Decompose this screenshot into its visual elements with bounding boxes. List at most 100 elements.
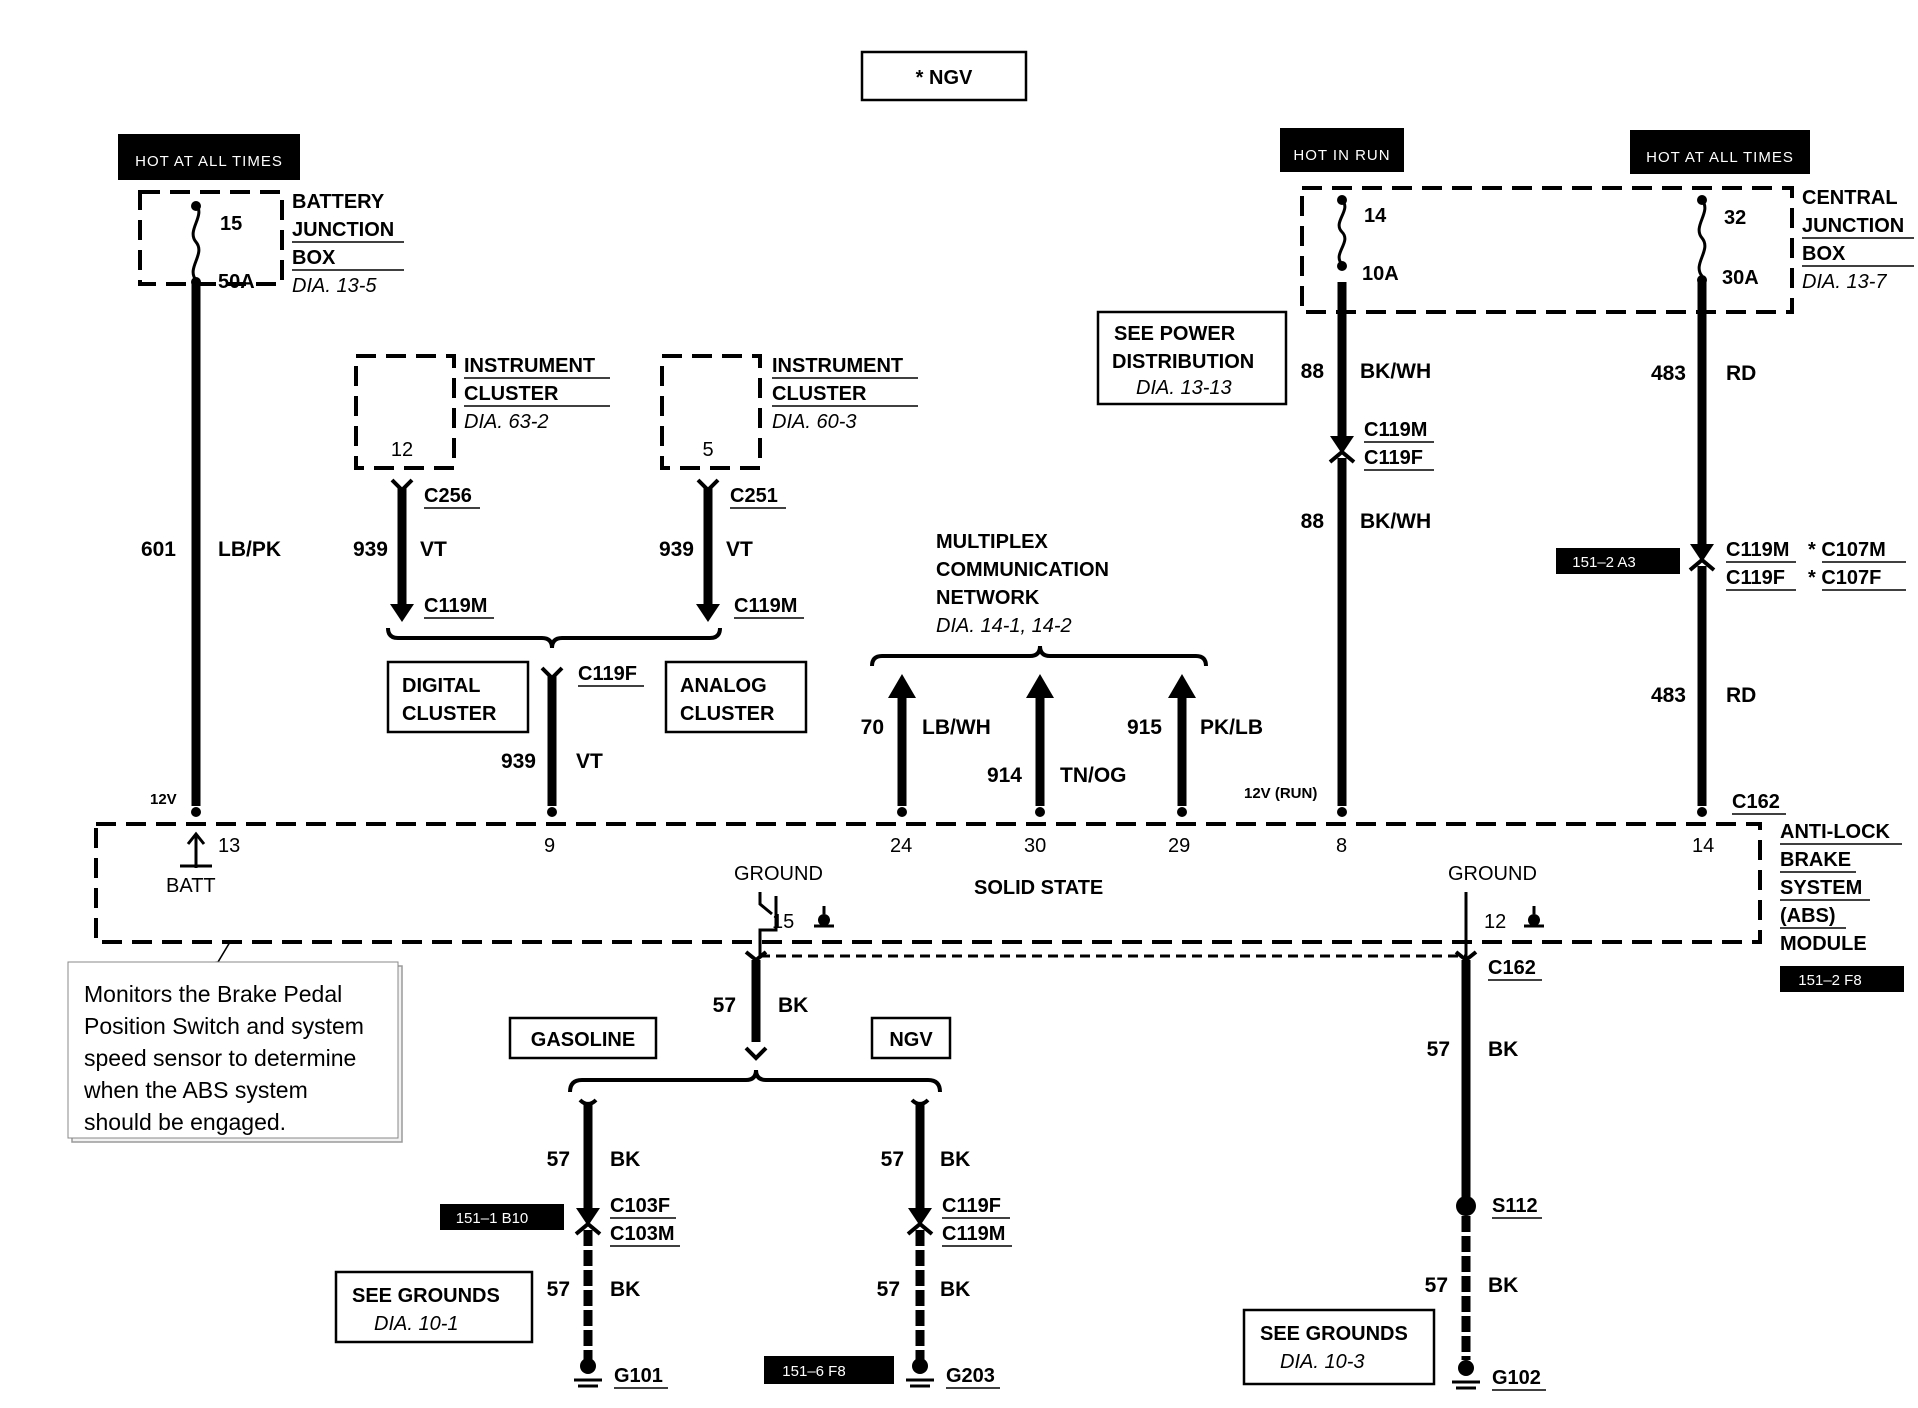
svg-text:BK: BK	[778, 994, 808, 1017]
svg-text:57: 57	[547, 1148, 570, 1171]
hot-label-right: HOT AT ALL TIMES	[1630, 130, 1810, 174]
svg-text:BK: BK	[610, 1278, 640, 1301]
see-grounds-2: SEE GROUNDS DIA. 10-3	[1242, 1308, 1436, 1386]
svg-text:70: 70	[861, 716, 884, 739]
svg-text:SYSTEM: SYSTEM	[1780, 877, 1862, 899]
wire-601: 601 LB/PK	[141, 284, 281, 806]
ground-brace	[568, 1069, 942, 1093]
svg-text:LB/PK: LB/PK	[218, 538, 281, 561]
ngv-title: * NGV	[916, 67, 973, 89]
svg-text:483: 483	[1651, 362, 1686, 385]
svg-text:COMMUNICATION: COMMUNICATION	[936, 559, 1109, 581]
wire-939-a: 939 VT C119M	[353, 478, 494, 622]
svg-text:when the ABS system: when the ABS system	[83, 1077, 308, 1103]
svg-text:939: 939	[659, 538, 694, 561]
svg-text:DIA. 14-1, 14-2: DIA. 14-1, 14-2	[936, 615, 1072, 637]
svg-text:30A: 30A	[1722, 267, 1759, 289]
svg-text:C119F: C119F	[1364, 447, 1423, 469]
svg-text:SOLID STATE: SOLID STATE	[974, 877, 1103, 899]
svg-text:CLUSTER: CLUSTER	[402, 703, 497, 725]
svg-text:57: 57	[1427, 1038, 1450, 1061]
svg-text:G203: G203	[946, 1365, 995, 1387]
see-power-distribution: SEE POWER DISTRIBUTION DIA. 13-13	[1096, 310, 1288, 406]
wire-57-ground12: C162 57 BK S112 57 BK G102	[1425, 950, 1546, 1391]
svg-text:483: 483	[1651, 684, 1686, 707]
svg-text:50A: 50A	[218, 271, 255, 293]
svg-text:C103F: C103F	[610, 1195, 670, 1217]
svg-text:57: 57	[881, 1148, 904, 1171]
wire-939-c: 939 VT C119F	[501, 663, 644, 806]
svg-text:INSTRUMENT: INSTRUMENT	[464, 355, 595, 377]
wire-483: 483 RD C119M C119F * C107M * C107F 483 R…	[1651, 282, 1906, 806]
svg-text:57: 57	[547, 1278, 570, 1301]
svg-text:BRAKE: BRAKE	[1780, 849, 1851, 871]
svg-text:ANTI-LOCK: ANTI-LOCK	[1780, 821, 1891, 843]
svg-text:C103M: C103M	[610, 1223, 674, 1245]
svg-text:SEE POWER: SEE POWER	[1114, 323, 1236, 345]
svg-text:DIA. 63-2: DIA. 63-2	[464, 411, 548, 433]
svg-text:BK: BK	[940, 1148, 970, 1171]
svg-text:915: 915	[1127, 716, 1162, 739]
central-junction-box: 14 10A 32 30A CENTRAL JUNCTION BOX DIA. …	[1300, 186, 1914, 314]
svg-text:C119M: C119M	[1364, 419, 1427, 441]
svg-text:* C107M: * C107M	[1808, 539, 1886, 561]
svg-text:BK: BK	[610, 1148, 640, 1171]
wire-70: 70 LB/WH	[861, 674, 991, 806]
svg-text:BK: BK	[940, 1278, 970, 1301]
svg-text:DIGITAL: DIGITAL	[402, 675, 481, 697]
svg-text:88: 88	[1301, 360, 1325, 383]
ref-151-1-b10: 151–1 B10	[440, 1204, 564, 1230]
svg-text:57: 57	[877, 1278, 900, 1301]
note-callout: Monitors the Brake Pedal Position Switch…	[67, 941, 403, 1143]
svg-text:GROUND: GROUND	[1448, 863, 1537, 885]
svg-text:12: 12	[1484, 911, 1506, 933]
svg-text:TN/OG: TN/OG	[1060, 764, 1127, 787]
cluster-brace	[386, 627, 722, 649]
multiplex-brace	[870, 645, 1208, 667]
svg-text:DIA. 13-13: DIA. 13-13	[1136, 377, 1232, 399]
svg-text:BATT: BATT	[166, 875, 216, 897]
svg-text:C119M: C119M	[1726, 539, 1789, 561]
svg-text:BOX: BOX	[292, 247, 336, 269]
svg-text:DIA. 10-1: DIA. 10-1	[374, 1313, 458, 1335]
battery-junction-box: 15 50A BATTERY JUNCTION BOX DIA. 13-5	[138, 190, 404, 297]
svg-text:VT: VT	[420, 538, 447, 561]
svg-text:BATTERY: BATTERY	[292, 191, 385, 213]
svg-text:29: 29	[1168, 835, 1190, 857]
wire-88: 88 BK/WH C119M C119F 88 BK/WH	[1301, 282, 1434, 806]
svg-text:C119M: C119M	[734, 595, 797, 617]
ngv-box: NGV	[870, 1016, 952, 1060]
hot-label-run: HOT IN RUN	[1280, 128, 1404, 172]
svg-text:C251: C251	[730, 485, 778, 507]
svg-text:57: 57	[713, 994, 736, 1017]
svg-text:C119M: C119M	[424, 595, 487, 617]
svg-text:G102: G102	[1492, 1367, 1541, 1389]
digital-cluster-box: DIGITAL CLUSTER	[386, 660, 530, 734]
svg-text:DIA. 13-5: DIA. 13-5	[292, 275, 377, 297]
svg-text:601: 601	[141, 538, 176, 561]
abs-module: 12V 12V (RUN) 13 9 24 30 29 8 14 BATT SO…	[94, 785, 1902, 958]
svg-text:HOT AT ALL TIMES: HOT AT ALL TIMES	[1646, 149, 1794, 166]
svg-text:CLUSTER: CLUSTER	[772, 383, 867, 405]
svg-text:BOX: BOX	[1802, 243, 1846, 265]
svg-text:MULTIPLEX: MULTIPLEX	[936, 531, 1049, 553]
wire-57-ngv: 57 BK C119F C119M 57 BK G203	[877, 1098, 1012, 1389]
instrument-cluster-2: 5 INSTRUMENT CLUSTER DIA. 60-3 C251	[660, 354, 918, 509]
svg-text:GASOLINE: GASOLINE	[531, 1029, 635, 1051]
ref-151-2-a3: 151–2 A3	[1556, 548, 1680, 574]
svg-text:151–2 A3: 151–2 A3	[1572, 554, 1635, 571]
svg-text:9: 9	[544, 835, 555, 857]
svg-text:RD: RD	[1726, 684, 1756, 707]
svg-text:HOT IN RUN: HOT IN RUN	[1293, 147, 1390, 164]
svg-text:32: 32	[1724, 207, 1746, 229]
svg-text:151–6 F8: 151–6 F8	[782, 1363, 845, 1380]
svg-text:30: 30	[1024, 835, 1046, 857]
svg-text:CLUSTER: CLUSTER	[464, 383, 559, 405]
analog-cluster-box: ANALOG CLUSTER	[664, 660, 808, 734]
svg-text:15: 15	[772, 911, 794, 933]
gasoline-box: GASOLINE	[508, 1016, 658, 1060]
svg-text:INSTRUMENT: INSTRUMENT	[772, 355, 903, 377]
svg-text:C162: C162	[1488, 957, 1536, 979]
svg-text:ANALOG: ANALOG	[680, 675, 767, 697]
svg-text:57: 57	[1425, 1274, 1448, 1297]
